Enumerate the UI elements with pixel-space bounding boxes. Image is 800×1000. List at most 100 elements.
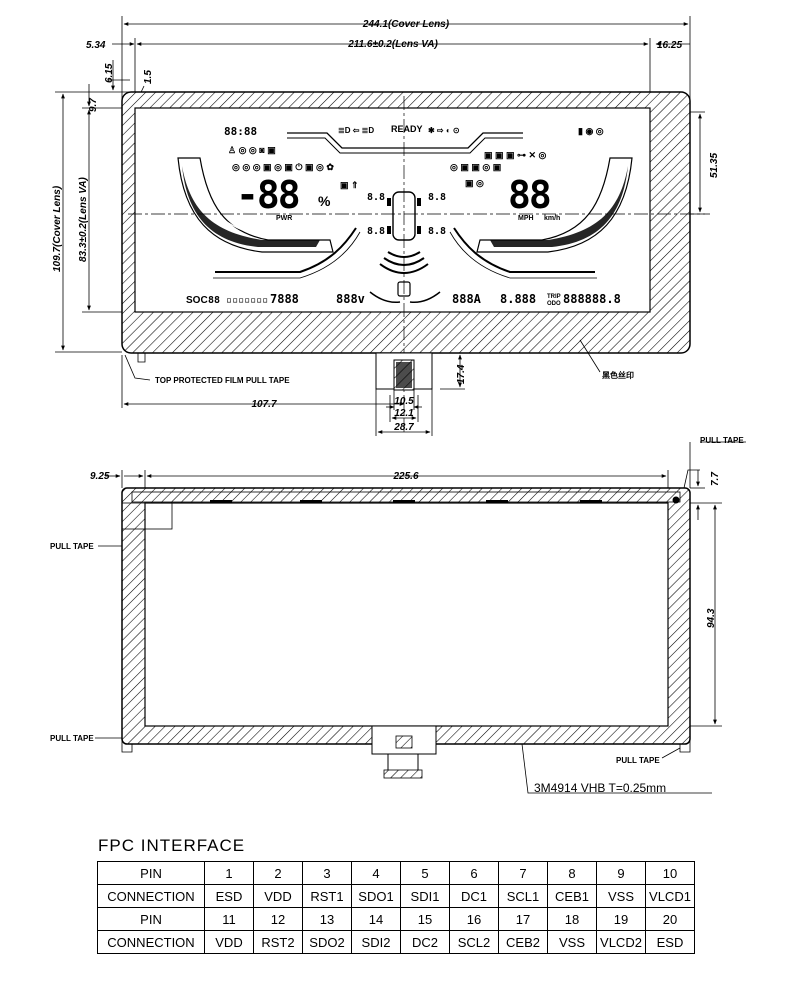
- fpc-cell: ESD: [204, 884, 254, 908]
- trip-digits: 8.888: [500, 292, 536, 306]
- fpc-row-header: CONNECTION: [97, 884, 205, 908]
- fpc-cell: VSS: [547, 930, 597, 954]
- car-top-view-icon: [392, 191, 416, 241]
- fpc-cell: VLCD1: [645, 884, 695, 908]
- tire-fr-digits: 8.8: [428, 192, 446, 203]
- fpc-cell: 20: [645, 907, 695, 931]
- fpc-cell: 5: [400, 861, 450, 885]
- fpc-cell: 6: [449, 861, 499, 885]
- dim-bottom-height: 94.3: [706, 608, 717, 628]
- fpc-row-header: CONNECTION: [97, 930, 205, 954]
- odo-label: ODO: [547, 301, 561, 307]
- dim-va-top: 9.7: [88, 98, 99, 112]
- tire-rr-digits: 8.8: [428, 226, 446, 237]
- lcd-segments: 88:88 ≣D ⇦ ≣D READY ✱ ⇨ ◐ ⊙ ♙ ◎ ◎ ◙ ▣ ◎ …: [177, 124, 633, 307]
- tire-fl-digits: 8.8: [367, 192, 385, 203]
- current-digits: 888A: [452, 292, 482, 306]
- trip-label: TRIP: [547, 294, 561, 300]
- dim-corner: 1.5: [143, 70, 154, 84]
- fpc-interface-title: FPC INTERFACE: [98, 836, 246, 855]
- dim-left-offset: 5.34: [86, 40, 106, 51]
- fpc-cell: SDO2: [302, 930, 352, 954]
- lock-icon: ▣ ⇑: [340, 180, 359, 190]
- kmh-label: km/h: [544, 215, 560, 222]
- ink-print-label: 黑色丝印: [602, 370, 634, 380]
- pwr-label: PWR: [276, 215, 292, 222]
- battery-icon: ▮ ◉ ◎: [578, 126, 604, 136]
- fpc-row-header: PIN: [97, 861, 205, 885]
- dim-tail-height: 17.4: [456, 364, 467, 384]
- seatbelt-icon: ♙ ◎ ◎ ◙ ▣: [228, 145, 276, 155]
- fpc-cell: VSS: [596, 884, 646, 908]
- fpc-cell: 12: [253, 907, 303, 931]
- warning-row-right-icon: ▣ ▣ ▣ ⊶ ✕ ◎: [484, 150, 547, 160]
- fpc-cell: 8: [547, 861, 597, 885]
- fpc-cell: 9: [596, 861, 646, 885]
- ready-label: READY: [391, 124, 423, 134]
- fpc-cell: 16: [449, 907, 499, 931]
- fpc-cell: CEB1: [547, 884, 597, 908]
- abs-icon: ◎ ▣ ▣ ◎ ▣: [450, 162, 501, 172]
- dim-tail-offset: 107.7: [251, 399, 276, 410]
- speed-digits: 88: [508, 173, 550, 217]
- top-view: 244.1(Cover Lens) 211.6±0.2(Lens VA) 5.3…: [52, 16, 720, 436]
- dim-bottom-left: 9.25: [90, 471, 110, 482]
- parking-sensor-icon: [379, 251, 429, 274]
- low-beam-icon: ≣D ⇦ ≣D: [338, 125, 374, 135]
- fpc-cell: 2: [253, 861, 303, 885]
- fpc-cell: 13: [302, 907, 352, 931]
- fpc-cell: 19: [596, 907, 646, 931]
- power-digits: -88: [236, 173, 299, 217]
- tire-rl-digits: 8.8: [367, 226, 385, 237]
- soc-label: SOC: [186, 295, 208, 306]
- fuel-pump-icon: [397, 281, 411, 297]
- soc-digits: 88 ▫▫▫▫▫▫▫: [208, 295, 268, 306]
- fpc-cell: 14: [351, 907, 401, 931]
- warning-row-left-icon: ◎ ◎ ◎ ▣ ◎ ▣ ⏻ ▣ ◎ ✿: [232, 162, 334, 172]
- fpc-cell: 17: [498, 907, 548, 931]
- fpc-cell: VDD: [204, 930, 254, 954]
- pull-tape-label-left: PULL TAPE: [50, 542, 94, 551]
- fpc-cell: DC1: [449, 884, 499, 908]
- adhesive-label: 3M4914 VHB T=0.25mm: [534, 781, 666, 795]
- fpc-cell: VDD: [253, 884, 303, 908]
- fpc-cell: CEB2: [498, 930, 548, 954]
- voltage-digits: 888v: [336, 292, 365, 306]
- fpc-cell: SCL2: [449, 930, 499, 954]
- pull-tape-label-bottomleft: PULL TAPE: [50, 734, 94, 743]
- fpc-cell: 4: [351, 861, 401, 885]
- range-digits: 7888: [270, 292, 299, 306]
- dim-tail-mid: 12.1: [394, 408, 414, 419]
- fpc-cell: DC2: [400, 930, 450, 954]
- fpc-cell: 11: [204, 907, 254, 931]
- fpc-cell: 15: [400, 907, 450, 931]
- dim-va-width: 211.6±0.2(Lens VA): [347, 39, 438, 50]
- dim-cover-width: 244.1(Cover Lens): [362, 19, 450, 30]
- adhesive-opening: [144, 502, 669, 727]
- fpc-cell: RST1: [302, 884, 352, 908]
- tpms-icon: ▣ ◎: [465, 178, 484, 188]
- fpc-row-header: PIN: [97, 907, 205, 931]
- fpc-cell: 18: [547, 907, 597, 931]
- dim-right-offset: 16.25: [657, 40, 682, 51]
- fpc-cell: ESD: [645, 930, 695, 954]
- fpc-cell: SCL1: [498, 884, 548, 908]
- pull-tape-label-bottomright: PULL TAPE: [616, 756, 660, 765]
- fpc-cell: SDO1: [351, 884, 401, 908]
- fpc-cell: 7: [498, 861, 548, 885]
- turn-right-icon: ✱ ⇨ ◐ ⊙: [428, 126, 460, 135]
- dim-tail-inner: 10.5: [394, 396, 414, 407]
- dim-tail-outer: 28.7: [393, 422, 414, 433]
- percent-sign: %: [318, 193, 331, 209]
- dim-bottom-width: 225.6: [392, 471, 418, 482]
- fpc-cell: 10: [645, 861, 695, 885]
- fpc-cell: SDI1: [400, 884, 450, 908]
- fpc-cell: 1: [204, 861, 254, 885]
- mph-label: MPH: [518, 215, 534, 222]
- bottom-view: 9.25 225.6 7.7 94.3 PULL TAPE PULL TAPE …: [50, 436, 746, 795]
- dim-top-offset: 6.15: [104, 63, 115, 83]
